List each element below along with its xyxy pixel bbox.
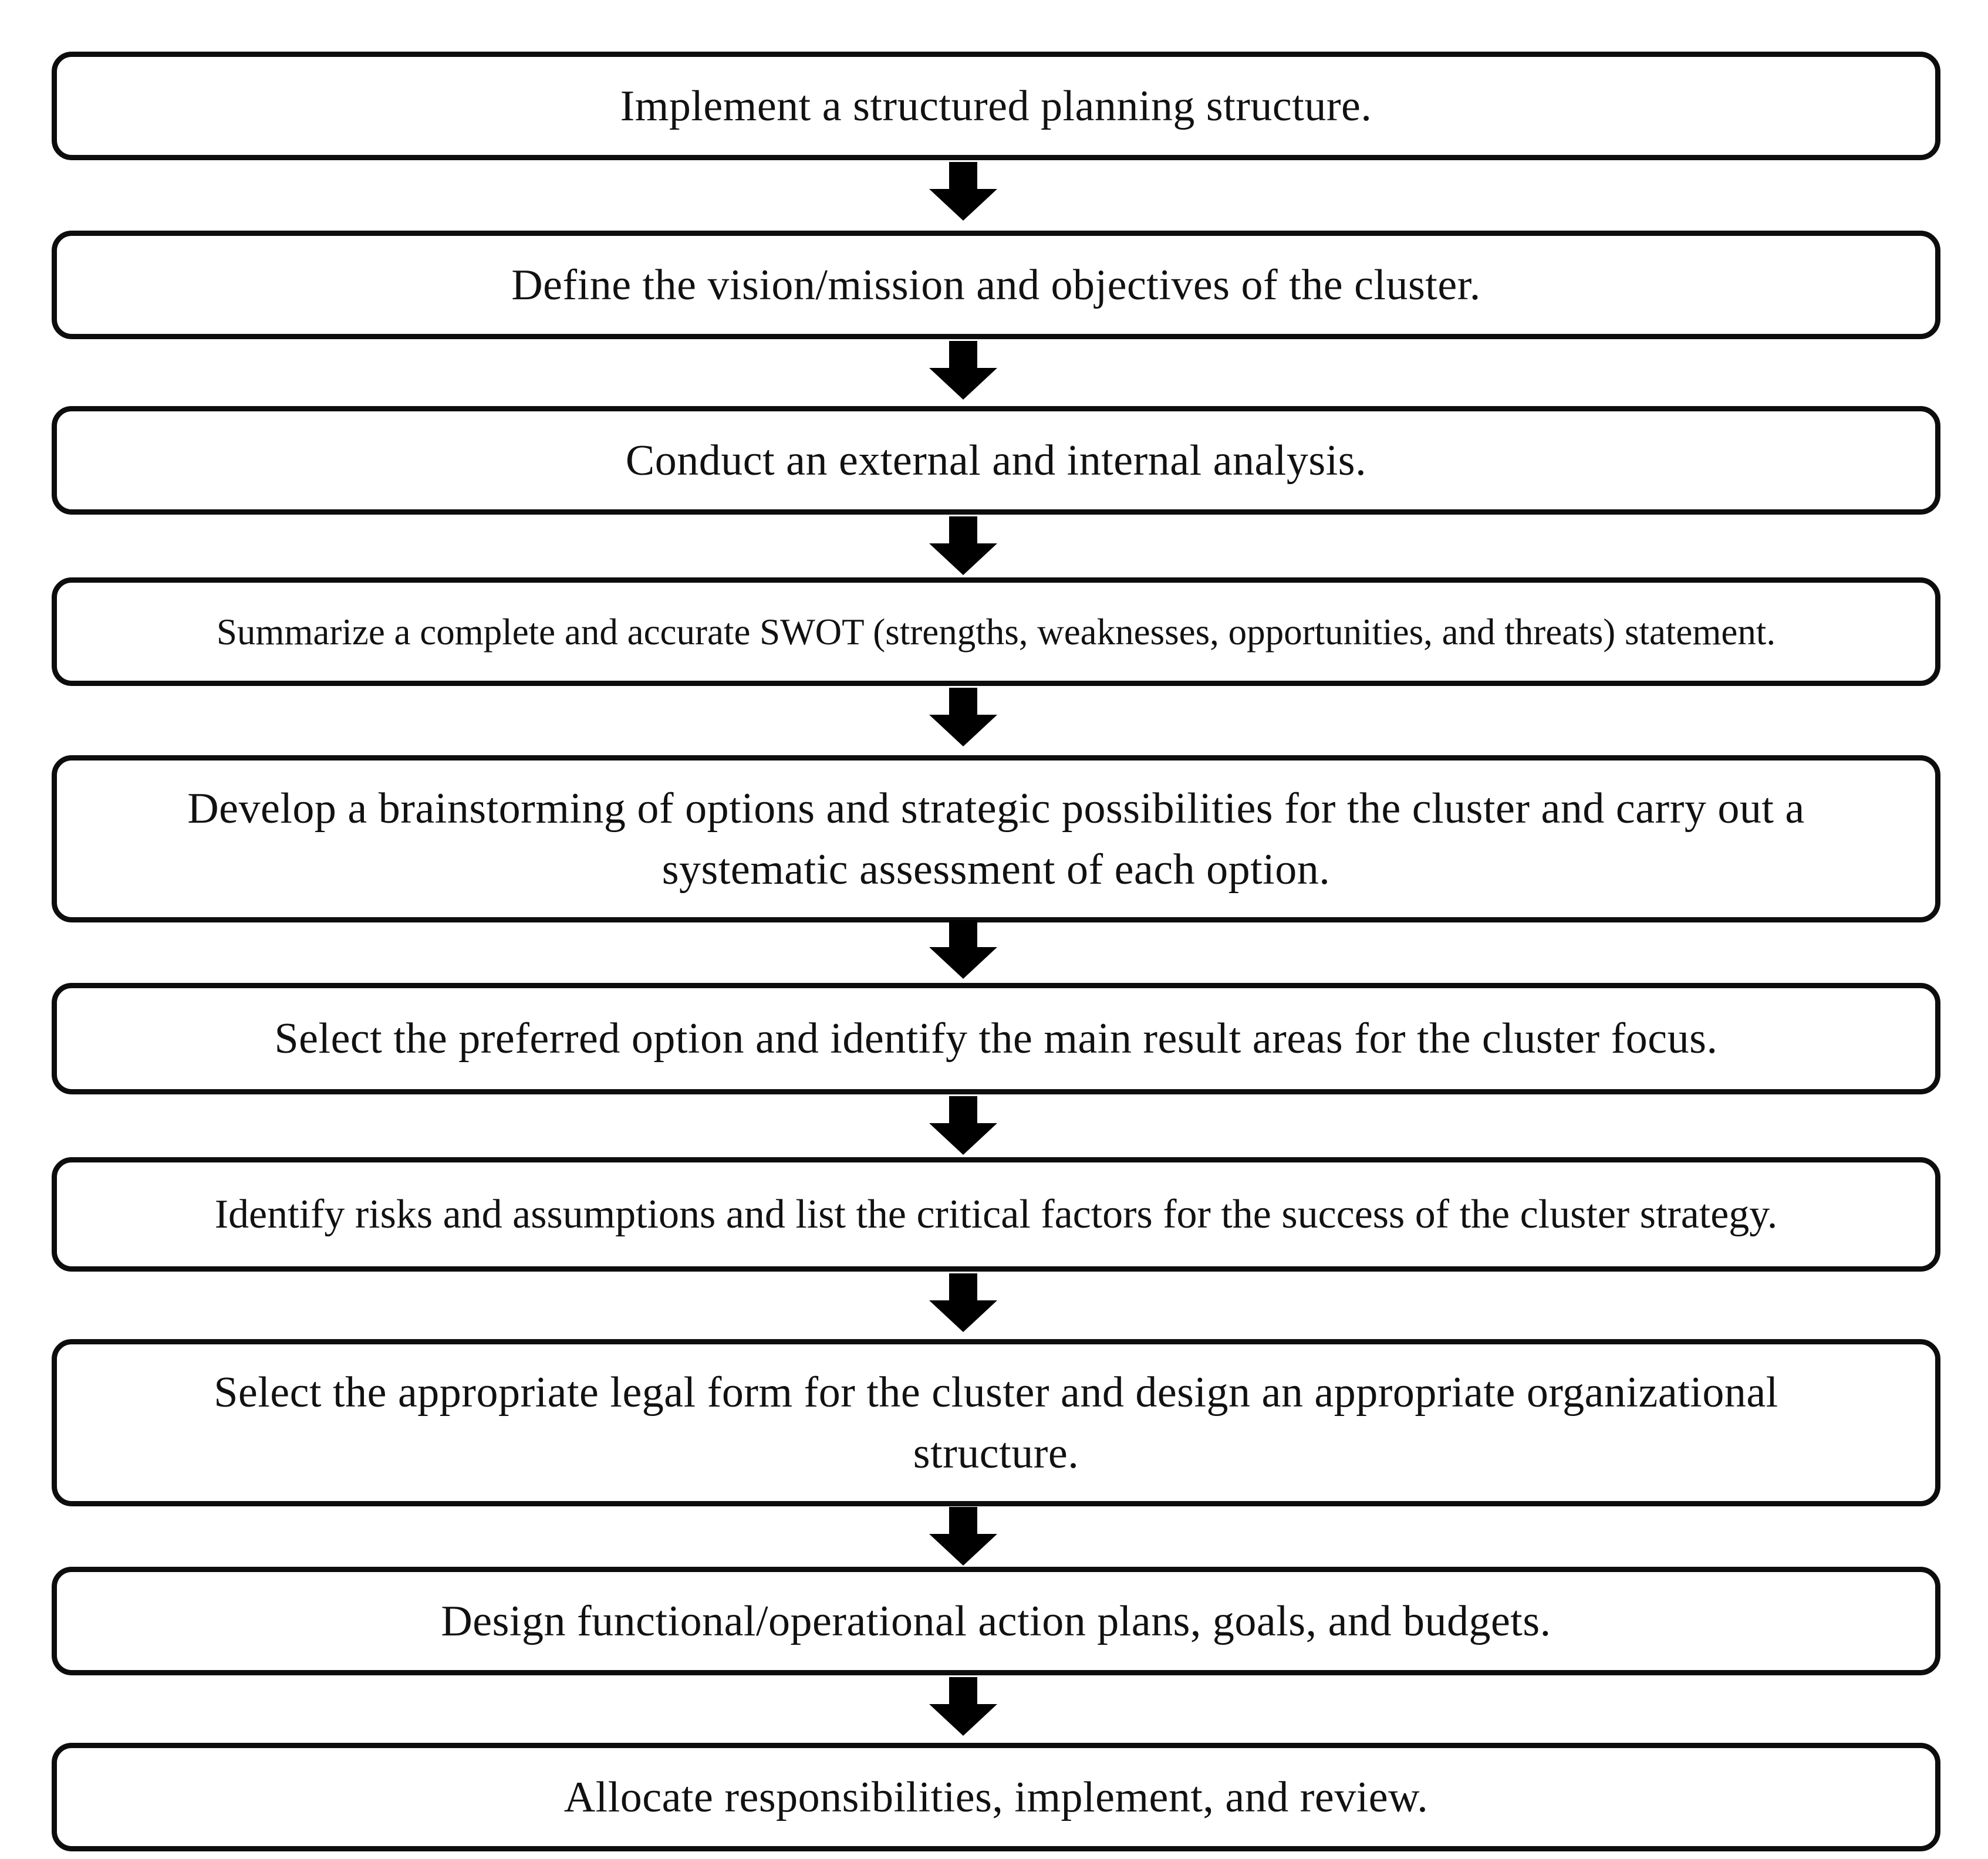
- step-box-2: Define the vision/mission and objectives…: [52, 231, 1940, 339]
- down-arrow-icon: [929, 516, 997, 575]
- step-label-2: Define the vision/mission and objectives…: [511, 261, 1481, 309]
- step-box-3: Conduct an external and internal analysi…: [52, 406, 1940, 515]
- step-box-1: Implement a structured planning structur…: [52, 52, 1940, 160]
- down-arrow-icon: [929, 1273, 997, 1332]
- down-arrow-icon: [929, 1677, 997, 1736]
- down-arrow-icon: [929, 1507, 997, 1566]
- down-arrow-icon: [929, 1096, 997, 1155]
- step-label-8: Select the appropriate legal form for th…: [214, 1368, 1778, 1478]
- step-box-8: Select the appropriate legal form for th…: [52, 1339, 1940, 1506]
- step-label-7: Identify risks and assumptions and list …: [214, 1191, 1778, 1237]
- down-arrow-icon: [929, 920, 997, 979]
- step-box-5: Develop a brainstorming of options and s…: [52, 755, 1940, 922]
- down-arrow-icon: [929, 688, 997, 746]
- step-box-6: Select the preferred option and identify…: [52, 983, 1940, 1094]
- step-label-3: Conduct an external and internal analysi…: [625, 436, 1367, 485]
- step-label-9: Design functional/operational action pla…: [441, 1597, 1551, 1645]
- down-arrow-icon: [929, 162, 997, 221]
- step-box-9: Design functional/operational action pla…: [52, 1567, 1940, 1675]
- step-box-10: Allocate responsibilities, implement, an…: [52, 1743, 1940, 1851]
- step-label-1: Implement a structured planning structur…: [620, 82, 1372, 130]
- step-box-7: Identify risks and assumptions and list …: [52, 1157, 1940, 1272]
- step-box-4: Summarize a complete and accurate SWOT (…: [52, 577, 1940, 686]
- step-label-6: Select the preferred option and identify…: [274, 1015, 1718, 1063]
- step-label-10: Allocate responsibilities, implement, an…: [563, 1773, 1429, 1821]
- down-arrow-icon: [929, 341, 997, 400]
- step-label-5: Develop a brainstorming of options and s…: [187, 784, 1805, 894]
- step-label-4: Summarize a complete and accurate SWOT (…: [216, 611, 1776, 653]
